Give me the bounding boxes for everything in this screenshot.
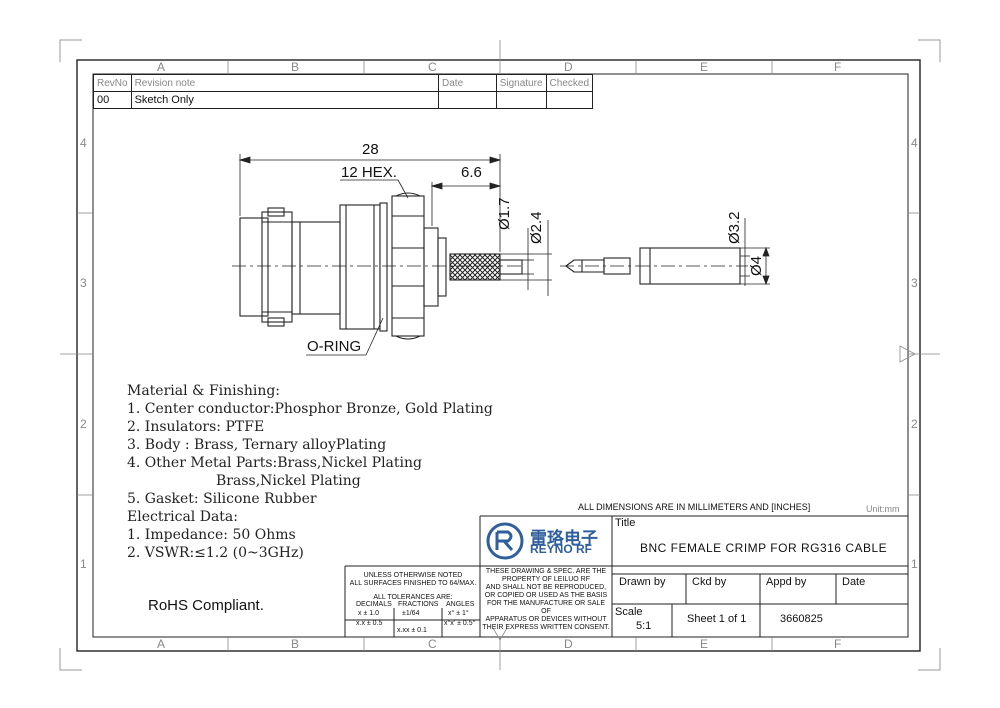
electrical-line-1: 1. Impedance: 50 Ohms <box>127 527 296 543</box>
unit-label: Unit:mm <box>866 504 900 514</box>
rev-cell-note: Sketch Only <box>130 91 440 109</box>
material-notes: Material & Finishing: 1. Center conducto… <box>127 382 493 562</box>
notice-line-4: OR COPIED OR USED AS THE BASIS <box>484 592 608 599</box>
zone-letter-b-bottom: B <box>291 637 300 651</box>
company-name-en: REYNO RF <box>530 542 593 556</box>
sheet-label: Sheet 1 of 1 <box>687 613 747 625</box>
tolerance-line-1: UNLESS OTHERWISE NOTED <box>363 572 463 579</box>
tolerance-line-2: ALL SURFACES FINISHED TO 64/MAX. <box>349 580 477 587</box>
o-ring-label: O-RING <box>307 338 362 355</box>
notice-line-6: APPARATUS OR DEVICES WITHOUT <box>485 616 607 623</box>
zone-letter-a-bottom: A <box>157 637 166 651</box>
zone-letter-f-bottom: F <box>834 637 842 651</box>
material-heading: Material & Finishing: <box>127 383 281 399</box>
zone-number-2-left: 2 <box>80 417 87 431</box>
zone-letter-d-bottom: D <box>564 637 573 651</box>
material-line-3: 3. Body : Brass, Ternary alloyPlating <box>127 437 387 453</box>
notice-line-5: FOR THE MANUFACTURE OR SALE OF <box>486 600 606 615</box>
electrical-line-2: 2. VSWR:≤1.2 (0~3GHz) <box>127 545 304 561</box>
zone-number-1-left: 1 <box>80 557 87 571</box>
tolerance-line-3: ALL TOLERANCES ARE: <box>373 594 453 601</box>
dim-crimp-length: 6.6 <box>461 164 482 181</box>
rev-cell-revno: 00 <box>93 91 132 109</box>
rev-cell-checked <box>545 91 594 109</box>
zone-letter-e-top: E <box>700 60 709 74</box>
tol-ang-1: x° ± 1° <box>448 610 469 617</box>
electrical-heading: Electrical Data: <box>127 509 238 525</box>
zone-letter-b-top: B <box>291 60 300 74</box>
material-line-5: Brass,Nickel Plating <box>127 473 361 489</box>
zone-letter-d-top: D <box>564 60 573 74</box>
zone-letter-e-bottom: E <box>700 637 709 651</box>
tol-frac: ±1/64 <box>402 610 420 617</box>
title-label: Title <box>615 517 636 529</box>
zone-letter-c-top: C <box>428 60 437 74</box>
dim-overall-length: 28 <box>362 141 379 158</box>
property-notice: THESE DRAWING & SPEC. ARE THE PROPERTY O… <box>482 568 610 632</box>
zone-letter-c-bottom: C <box>428 637 437 651</box>
zone-letter-f-top: F <box>834 60 842 74</box>
part-number: 3660825 <box>780 613 823 625</box>
material-line-4: 4. Other Metal Parts:Brass,Nickel Platin… <box>127 455 422 471</box>
appd-by-label: Appd by <box>766 576 807 588</box>
scale-value: 5:1 <box>636 620 652 632</box>
zone-number-3-left: 3 <box>80 276 87 290</box>
company-name-cn: 雷珞电子 <box>530 529 598 548</box>
material-line-6: 5. Gasket: Silicone Rubber <box>127 491 317 507</box>
tol-col-angles: ANGLES <box>446 601 475 608</box>
tol-dec-1: x ± 1.0 <box>358 610 379 617</box>
tol-dec-3: x.xx ± 0.1 <box>397 627 427 634</box>
material-line-2: 2. Insulators: PTFE <box>127 419 265 435</box>
zone-number-1-right: 1 <box>911 557 918 571</box>
scale-label: Scale <box>615 606 643 618</box>
revision-table: RevNo Revision note Date Signature Check… <box>93 74 594 109</box>
ckd-by-label: Ckd by <box>692 576 727 588</box>
tol-col-decimals: DECIMALS <box>356 601 392 608</box>
tolerance-block: UNLESS OTHERWISE NOTED ALL SURFACES FINI… <box>346 572 480 602</box>
notice-line-7: THEIR EXPRESS WRITTEN CONSENT. <box>482 624 610 631</box>
tol-dec-2: x.x ± 0.5 <box>356 620 383 627</box>
notice-line-1: THESE DRAWING & SPEC. ARE THE <box>485 568 607 575</box>
tol-col-fractions: FRACTIONS <box>398 601 439 608</box>
notice-line-2: PROPERTY OF LEILUO RF <box>501 576 591 583</box>
zone-number-3-right: 3 <box>911 276 918 290</box>
notice-line-3: AND SHALL NOT BE REPRODUCED, <box>485 584 607 591</box>
tol-ang-2: x°x' ± 0.5° <box>444 620 476 627</box>
material-line-1: 1. Center conductor:Phosphor Bronze, Gol… <box>127 401 493 417</box>
zone-number-4-left: 4 <box>80 136 87 150</box>
date-label: Date <box>842 576 866 588</box>
zone-letter-a-top: A <box>157 60 166 74</box>
zone-number-2-right: 2 <box>911 417 918 431</box>
drawn-by-label: Drawn by <box>619 576 666 588</box>
zone-number-4-right: 4 <box>911 136 918 150</box>
dim-hex: 12 HEX. <box>341 164 397 181</box>
drawing-title: BNC FEMALE CRIMP FOR RG316 CABLE <box>640 541 888 555</box>
company-logo <box>486 522 524 560</box>
all-dims-note: ALL DIMENSIONS ARE IN MILLIMETERS AND [I… <box>578 502 811 512</box>
rohs-label: RoHS Compliant. <box>148 597 264 614</box>
